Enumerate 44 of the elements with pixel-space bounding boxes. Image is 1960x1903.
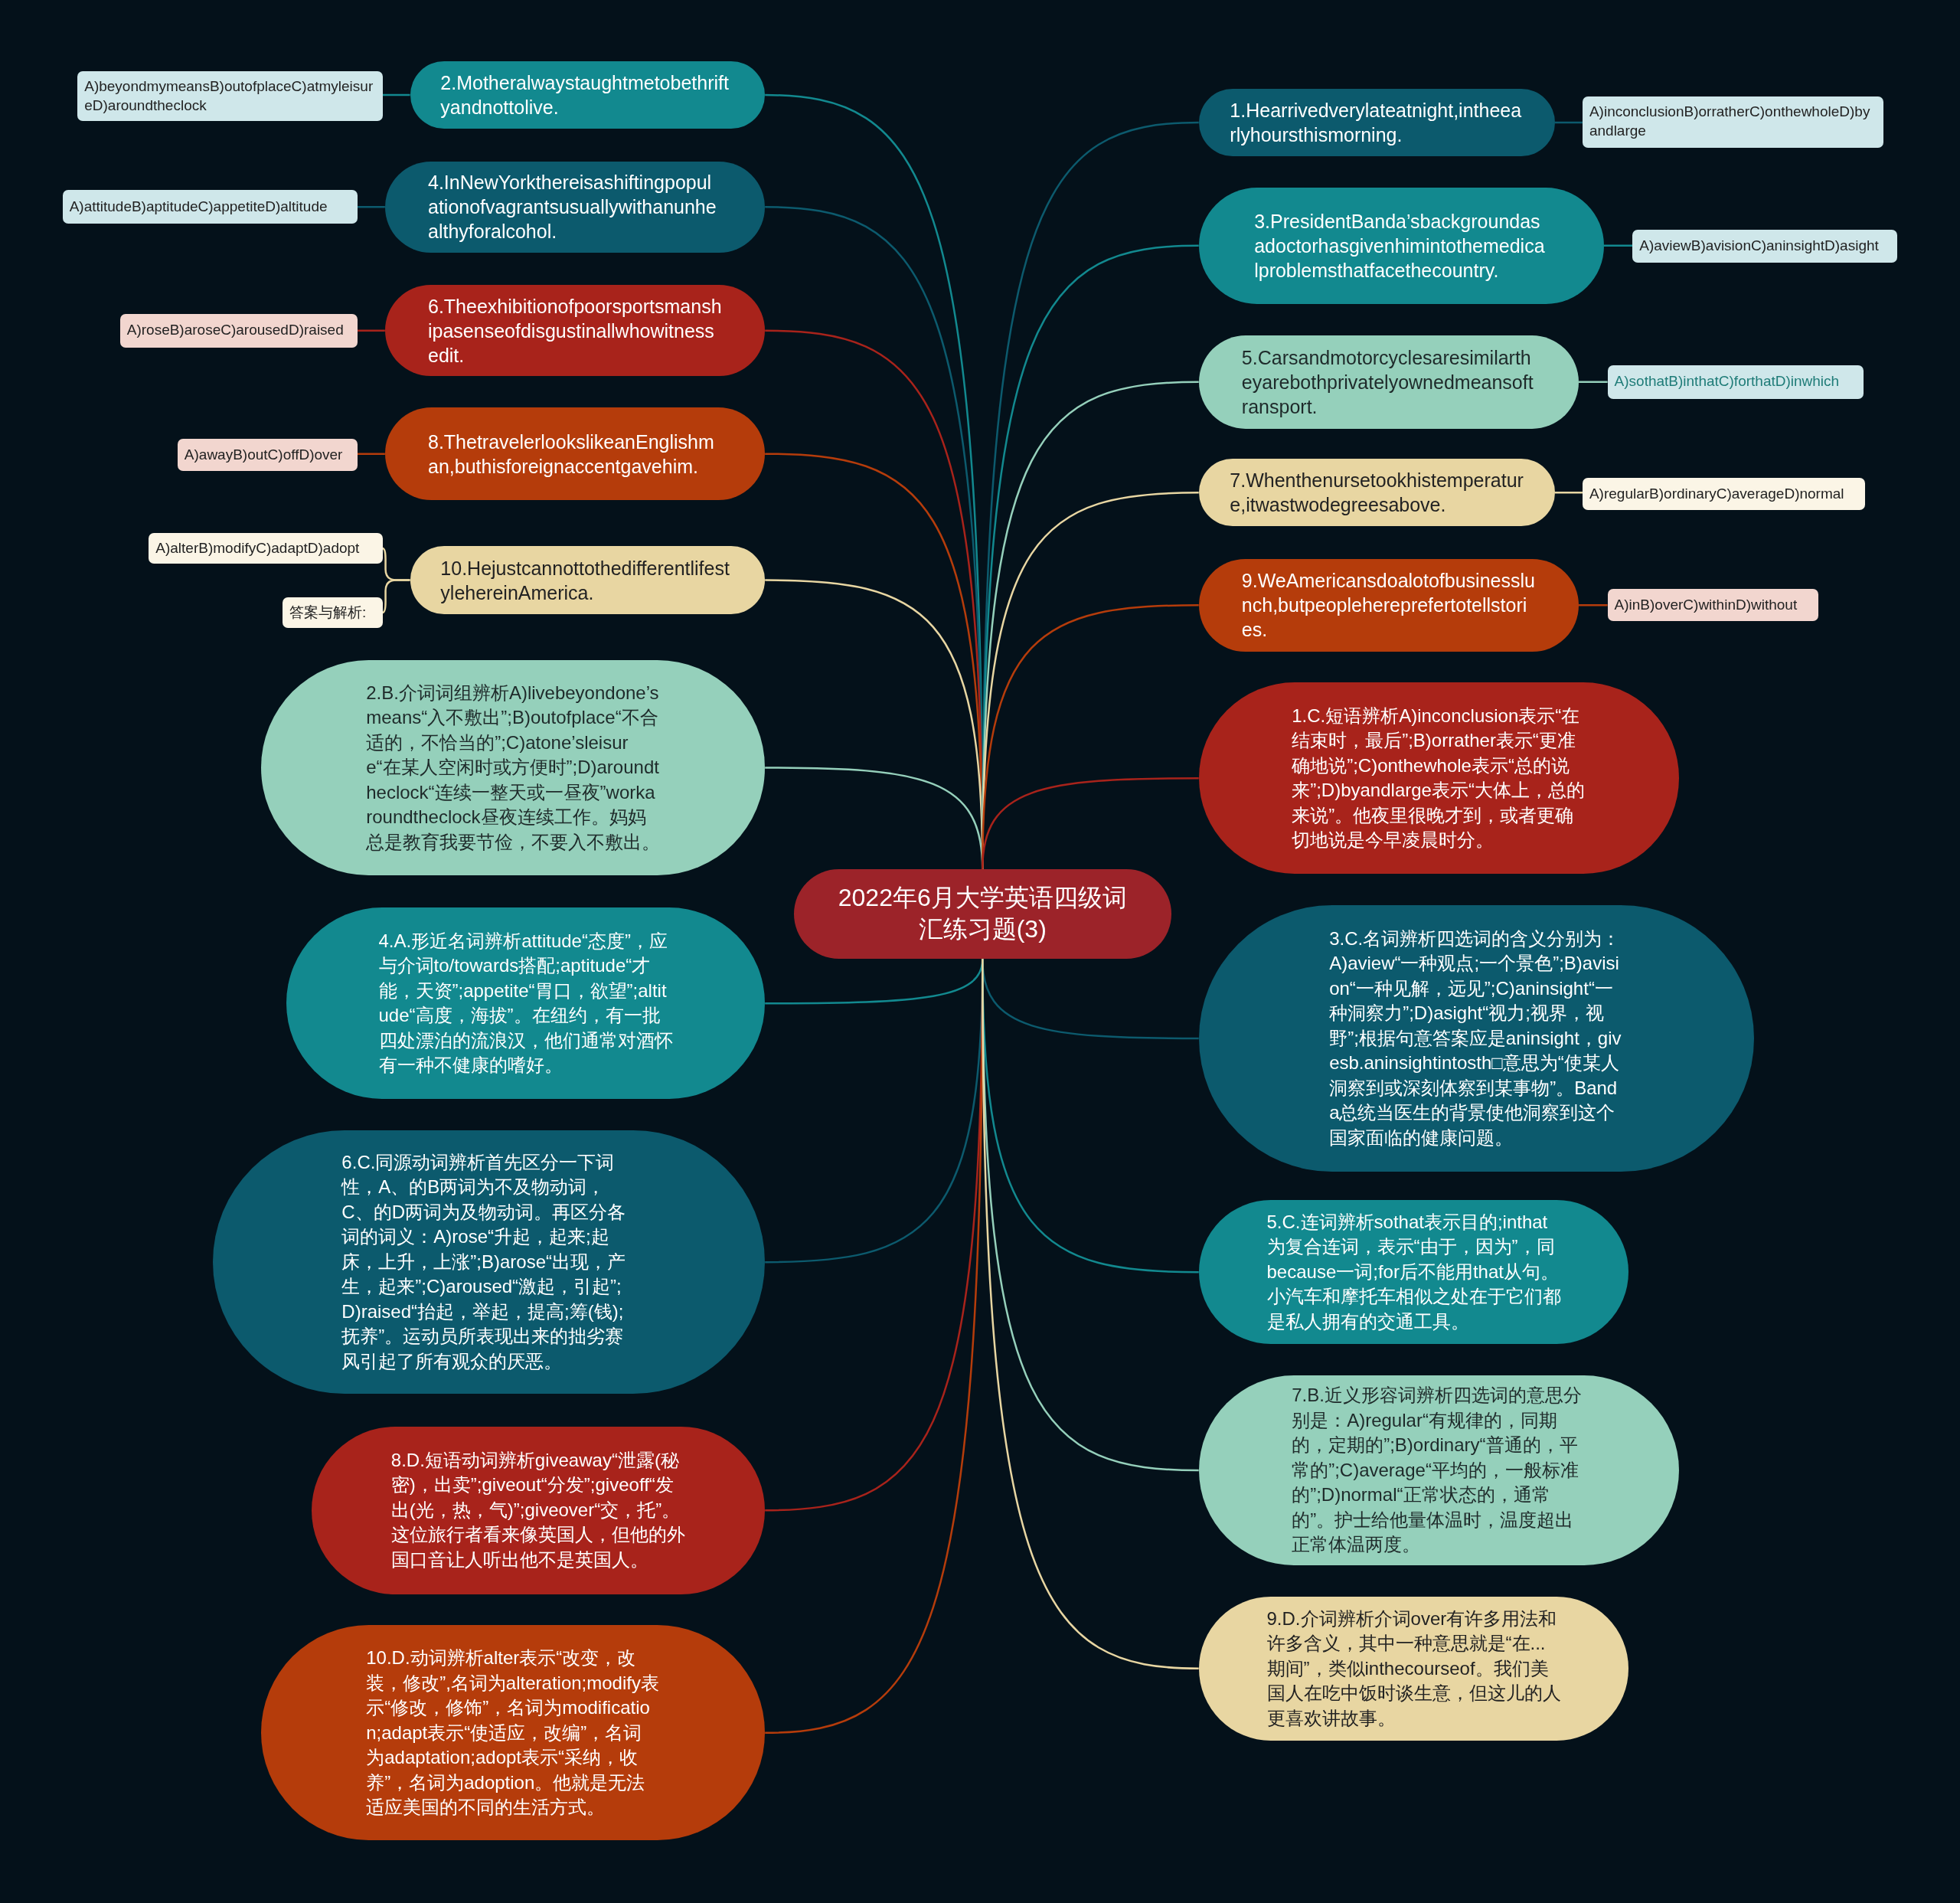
connector-line — [381, 579, 410, 613]
question-box: 1.Hearrivedverylateatnight,intheearlyhoursthismorning. — [1198, 88, 1555, 157]
options-box: A)inconclusionB)orratherC)onthewholeD)byandlarge — [1582, 96, 1884, 148]
connector-line — [357, 205, 385, 208]
connector-line — [382, 93, 410, 96]
options-box: 答案与解析: — [282, 597, 383, 628]
options-box: A)alterB)modifyC)adaptD)adopt — [149, 532, 383, 564]
connector-line — [1555, 492, 1583, 494]
question-box: 3.PresidentBanda’sbackgroundasadoctorhasgivenhimintothemedicalproblemsthatfacethecountry. — [1198, 187, 1604, 304]
question-box: 6.Theexhibitionofpoorsportsmanshipasenseofdisgustinallwhowitnessedit. — [384, 285, 766, 377]
connector-line — [1579, 381, 1608, 384]
central-topic: 2022年6月大学英语四级词汇练习题(3) — [793, 868, 1171, 960]
answer-box: 1.C.短语辨析A)inconclusion表示“在结束时，最后”;B)orrather表示“更准确地说”;C)onthewhole表示“总的说来”;D)byandlarge表示“大体上，总的来说”。他夜里很晚才到，或者更确切地说是今早凌晨时分。 — [1198, 682, 1679, 875]
answer-box: 7.B.近义形容词辨析四选词的意思分别是：A)regular“有规律的，同期的，定期的”;B)ordinary“普通的，平常的”;C)average“平均的，一般标准的”;D)normal“正常状态的，通常的”。护士给他量体温时，温度超出正常体温两度。 — [1198, 1375, 1679, 1566]
options-box: A)roseB)aroseC)arousedD)raised — [119, 313, 358, 348]
connector-line — [982, 777, 1199, 869]
answer-box: 10.D.动词辨析alter表示“改变，改装，修改”,名词为alteration;modify表示“修改，修饰”，名词为modification;adapt表示“使适应，改编”，名词为adaptation;adopt表示“采纳，收养”，名词为adoption。他就是无法适应美国的不同的生活方式。 — [261, 1625, 766, 1841]
question-box: 9.WeAmericansdoalotofbusinesslunch,butpeoplehereprefertotellstories. — [1198, 558, 1579, 652]
options-box: A)beyondmymeansB)outofplaceC)atmyleisureD)aroundtheclock — [77, 71, 383, 122]
options-box: A)attitudeB)aptitudeC)appetiteD)altitude — [62, 190, 358, 224]
question-box: 8.ThetravelerlookslikeanEnglishman,buthisforeignaccentgavehim. — [384, 407, 766, 501]
answer-box: 3.C.名词辨析四选词的含义分别为：A)aview“一种观点;一个景色”;B)avision“一种见解，远见”;C)aninsight“一种洞察力”;D)asight“视力;视界，视野”;根据句意答案应是aninsight，givesb.aninsightintosth□意思为“使某人洞察到或深刻体察到某事物”。Banda总统当医生的背景使他洞察到这个国家面临的健康问题。 — [1198, 905, 1754, 1172]
connector-line — [1603, 244, 1633, 247]
connector-line — [357, 329, 385, 332]
answer-box: 8.D.短语动词辨析giveaway“泄露(秘密)，出卖”;giveout“分发”;giveoff“发出(光，热，气)”;giveover“交，托”。这位旅行者看来像英国人，但他的外国口音让人听出他不是英国人。 — [311, 1426, 766, 1594]
question-box: 5.Carsandmotorcyclesaresimilartheyarebothprivatelyownedmeansoftransport. — [1198, 335, 1579, 429]
options-box: A)aviewB)avisionC)aninsightD)asight — [1632, 230, 1898, 263]
answer-box: 9.D.介词辨析介词over有许多用法和许多含义，其中一种意思就是“在...期间”，类似inthecourseof。我们美国人在吃中饭时谈生意，但这儿的人更喜欢讲故事。 — [1198, 1596, 1629, 1741]
options-box: A)inB)overC)withinD)without — [1607, 588, 1819, 622]
connector-line — [357, 453, 385, 455]
connector-line — [1579, 603, 1608, 607]
connector-line — [1555, 121, 1583, 124]
answer-box: 2.B.介词词组辨析A)livebeyondone’smeans“入不敷出”;B)outofplace“不合适的，不恰当的”;C)atone’sleisure“在某人空闲时或方便时”;D)aroundtheclock“连续一整天或一昼夜”workaroundtheclock昼夜连续工作。妈妈总是教育我要节俭，不要入不敷出。 — [261, 660, 766, 875]
answer-box: 6.C.同源动词辨析首先区分一下词性，A、的B两词为不及物动词，C、的D两词为及物动词。再区分各词的词义：A)rose“升起，起来;起床，上升，上涨”;B)arose“出现，产生，起来”;C)aroused“激起，引起”;D)raised“抬起，举起，提高;筹(钱);抚养”。运动员所表现出来的拙劣赛风引起了所有观众的厌恶。 — [212, 1130, 766, 1395]
question-box: 4.InNewYorkthereisashiftingpopulationofvagrantsusuallywithanunhealthyforalcohol. — [384, 161, 766, 253]
question-box: 2.Motheralwaystaughtmetobethriftyandnottolive. — [410, 61, 766, 129]
connector-line — [982, 959, 1199, 1670]
answer-box: 4.A.形近名词辨析attitude“态度”，应与介词to/towards搭配;aptitude“才能，天资”;appetite“胃口，欲望”;altitude“高度，海拔”。在纽约，有一批四处漂泊的流浪汉，他们通常对酒怀有一种不健康的嗜好。 — [286, 907, 766, 1100]
answer-box: 5.C.连词辨析sothat表示目的;inthat为复合连词，表示“由于，因为”，同because一词;for后不能用that从句。小汽车和摩托车相似之处在于它们都是私人拥有的交通工具。 — [1198, 1200, 1629, 1345]
options-box: A)sothatB)inthatC)forthatD)inwhich — [1607, 365, 1864, 399]
question-box: 7.Whenthenursetookhistemperature,itwastwodegreesabove. — [1198, 459, 1555, 527]
options-box: A)regularB)ordinaryC)averageD)normal — [1582, 477, 1865, 511]
options-box: A)awayB)outC)offD)over — [177, 439, 358, 472]
question-box: 10.HejustcannottothedifferentlifestylehereinAmerica. — [410, 546, 766, 614]
